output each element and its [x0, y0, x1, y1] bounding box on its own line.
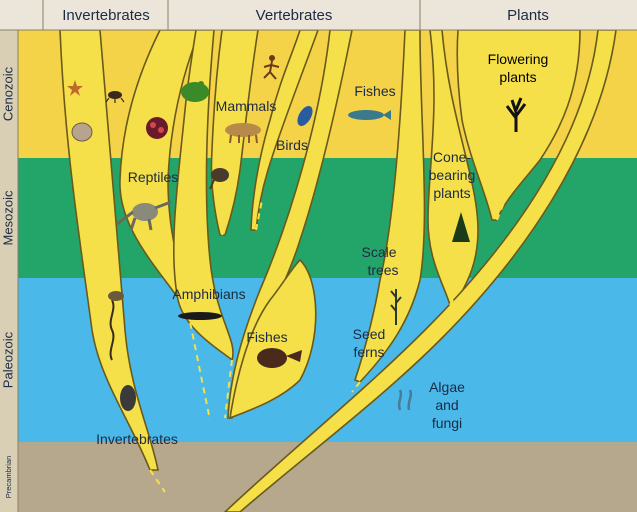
label-seed-line2: ferns	[353, 344, 384, 360]
label-fishes-top: Fishes	[354, 83, 395, 99]
label-scale-line1: Scale	[361, 244, 396, 260]
label-mammals: Mammals	[216, 98, 277, 114]
label-amphibians: Amphibians	[172, 286, 245, 302]
label-cone-line2: bearing	[429, 167, 476, 183]
header-plants: Plants	[507, 7, 549, 24]
label-flowering-line2: plants	[499, 69, 536, 85]
shell-icon	[72, 123, 92, 141]
trilobite-icon	[120, 385, 136, 411]
label-cone-line3: plants	[433, 185, 470, 201]
era-label-cenozoic: Cenozoic	[0, 66, 15, 121]
label-seed-line1: Seed	[353, 326, 386, 342]
era-label-precambrian: Precambrian	[4, 456, 13, 499]
era-label-mesozoic: Mesozoic	[0, 190, 15, 245]
label-invertebrates: Invertebrates	[96, 431, 178, 447]
label-cone-line1: Cone-	[433, 149, 471, 165]
salamander-icon	[178, 312, 222, 320]
label-algae-line1: Algae	[429, 379, 465, 395]
header-vertebrates: Vertebrates	[256, 7, 333, 24]
label-birds: Birds	[276, 137, 308, 153]
era-label-paleozoic: Paleozoic	[0, 331, 15, 388]
label-algae-line3: fungi	[432, 415, 462, 431]
band-precambrian	[18, 442, 637, 512]
label-reptiles: Reptiles	[128, 169, 179, 185]
header-invertebrates: Invertebrates	[62, 7, 150, 24]
label-algae-line2: and	[435, 397, 458, 413]
label-scale-line2: trees	[367, 262, 398, 278]
flower-cluster-icon	[146, 117, 168, 139]
label-fishes-bottom: Fishes	[246, 329, 287, 345]
label-flowering-line1: Flowering	[488, 51, 549, 67]
